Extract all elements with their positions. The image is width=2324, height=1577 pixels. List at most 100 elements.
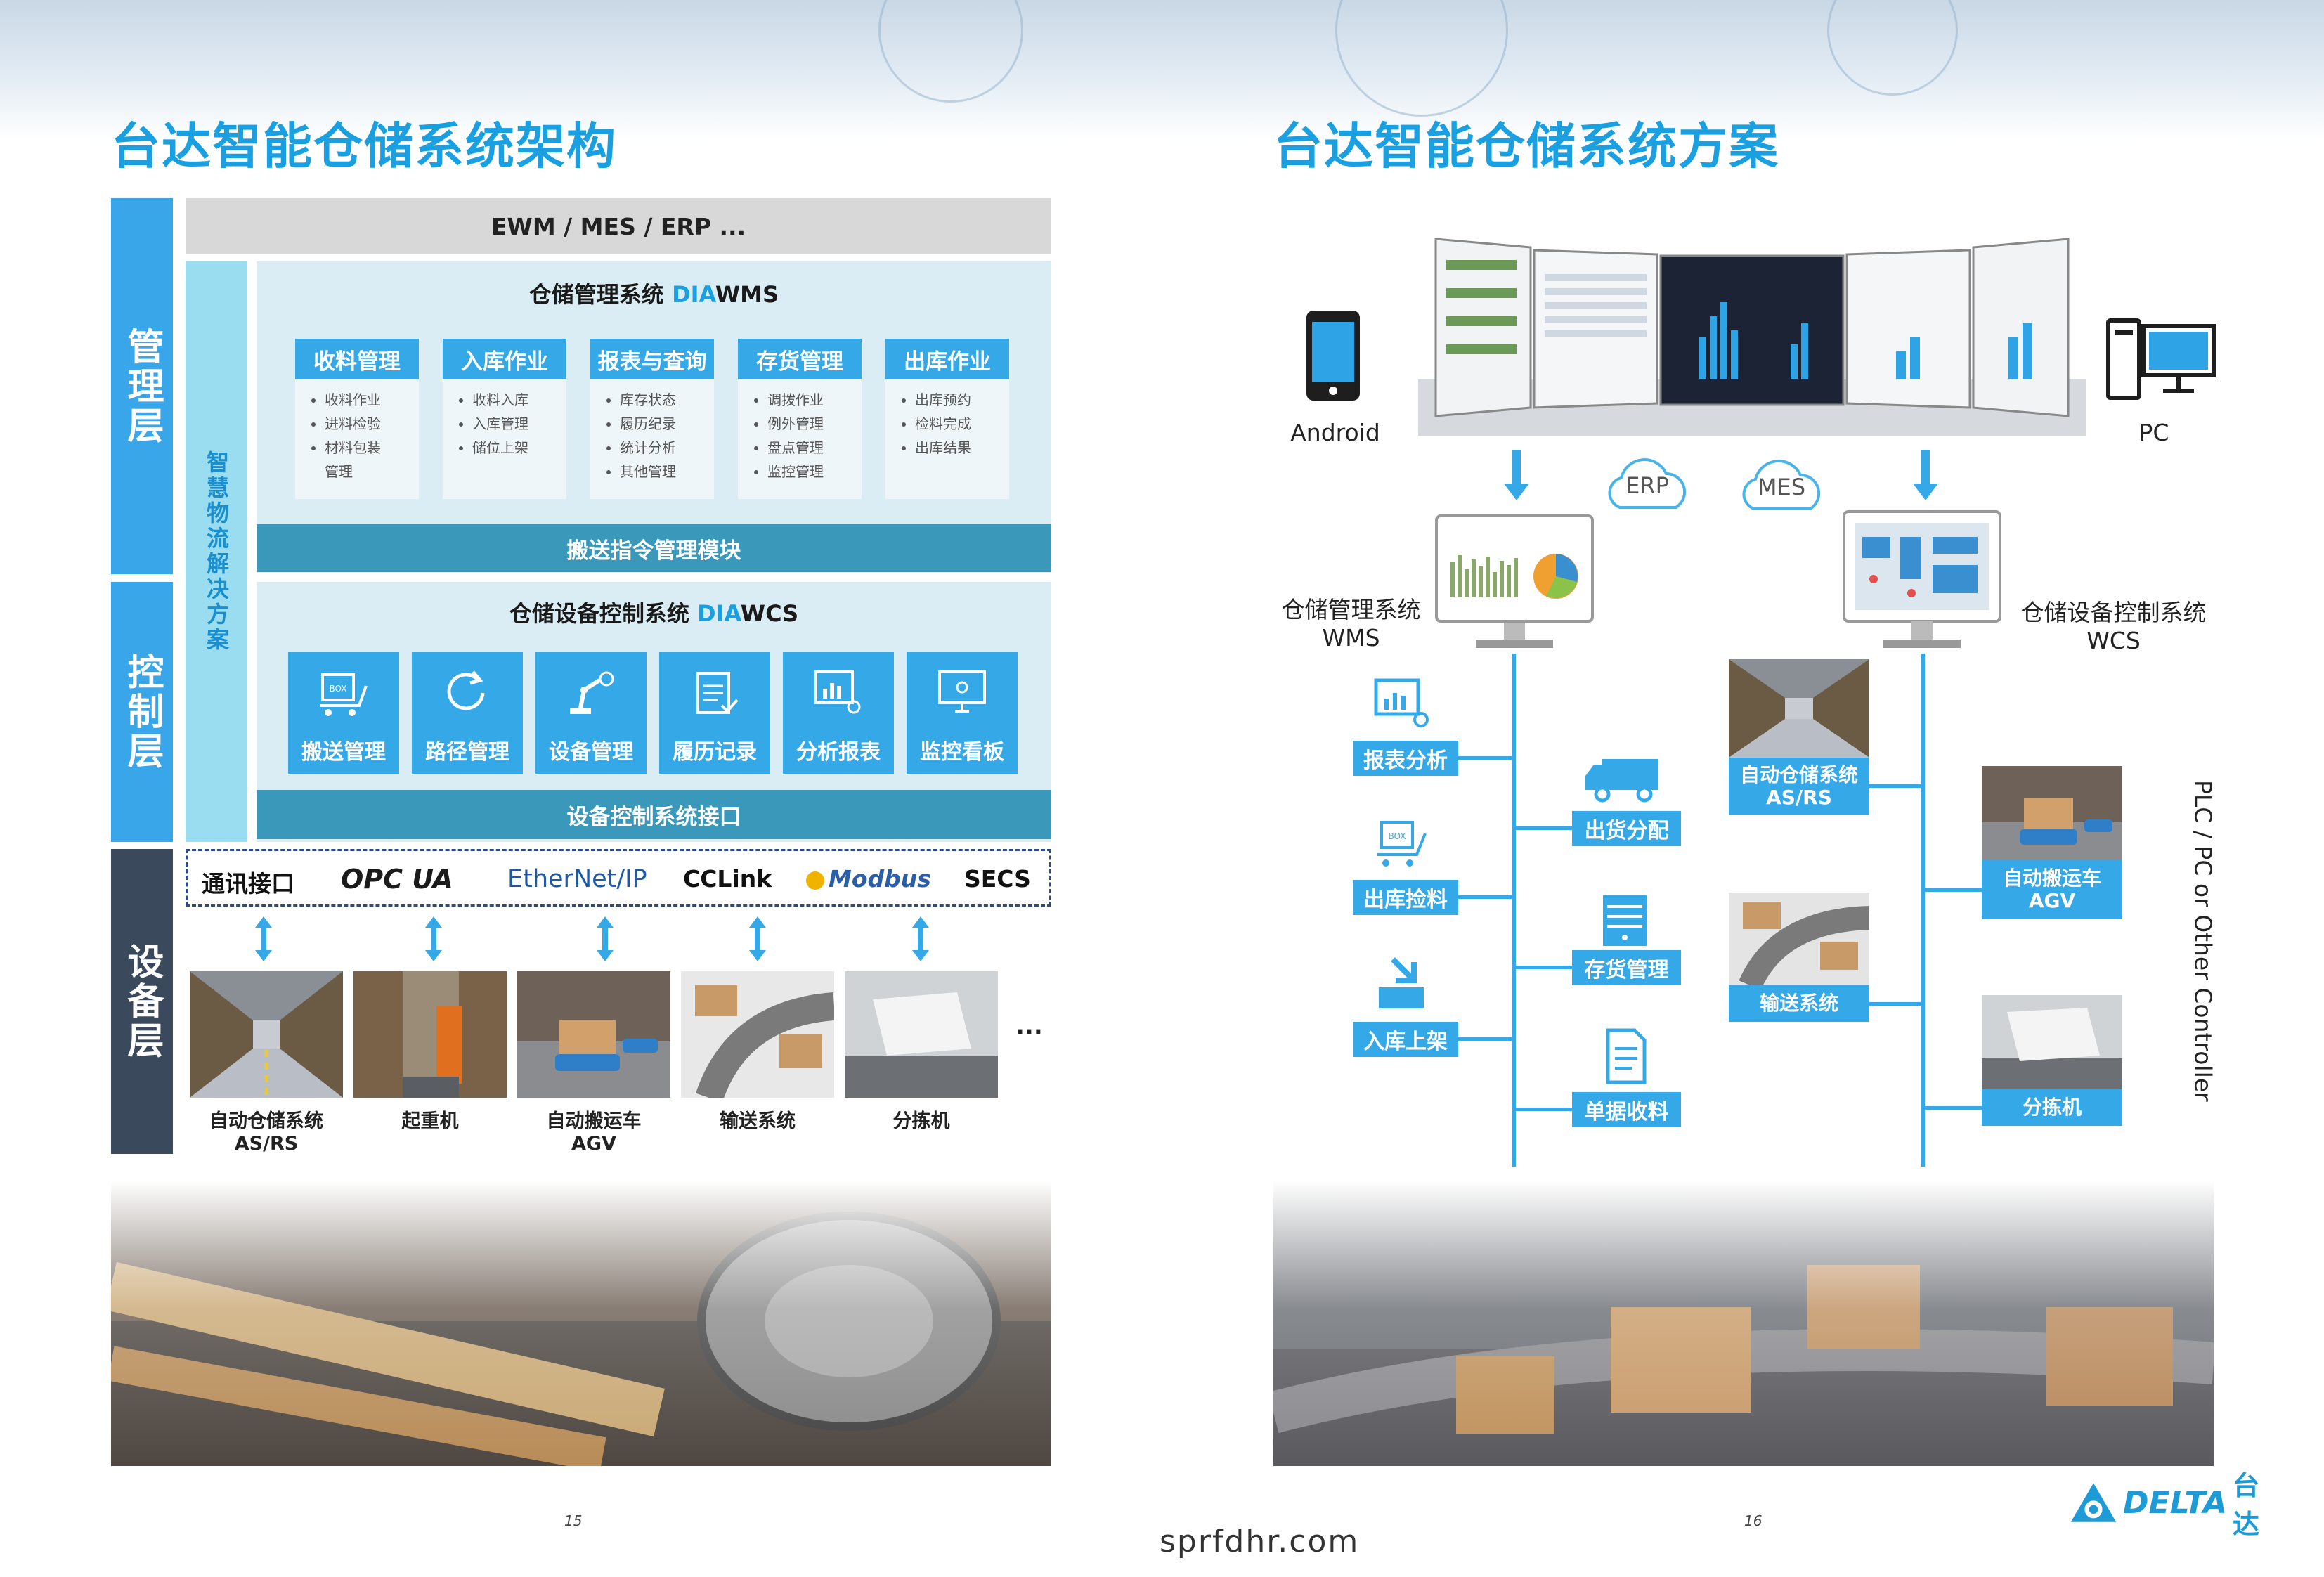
delta-brand-text: DELTA [2123,1484,2227,1521]
module-item: 例外管理 [767,412,824,436]
connector-line [1516,1108,1572,1111]
document-icon [1606,1028,1647,1084]
device-interface-bar: 设备控制系统接口 [257,790,1051,839]
module-title: 收料管理 [295,339,419,379]
double-arrow-icon [912,916,929,961]
module-item: 其他管理 [620,460,676,484]
connector-line [1458,756,1514,760]
module-item: 材料包装 [325,436,381,460]
wms-module: 收料管理 收料作业进料检验材料包装管理 [295,339,419,499]
module-item: 出库结果 [915,436,971,460]
left-bottom-factory-photo [111,1181,1051,1466]
func-receiving: 单据收料 [1572,1092,1681,1127]
monitor-icon [938,670,986,713]
wms-module: 入库作业 收料入库入库管理储位上架 [443,339,566,499]
mes-label: MES [1757,474,1806,500]
func-shipment: 出货分配 [1572,811,1681,846]
eq-conveyor-label: 输送系统 [1729,985,1869,1022]
agv-photo [517,971,670,1098]
right-page-title: 台达智能仓储系统方案 [1273,117,1779,175]
mes-cloud: MES [1733,458,1830,514]
double-arrow-icon [255,916,272,961]
wcs-tile: 设备管理 [535,652,647,774]
wms-title: 仓储管理系统 DIAWMS [528,281,779,308]
inventory-cabinet-icon [1603,895,1647,946]
device-ellipsis: ... [1015,1012,1043,1040]
tile-label: 设备管理 [549,740,633,765]
down-arrow-icon [1913,450,1938,500]
asrs-photo [1729,659,1869,758]
wms-module: 出库作业 出库预约检料完成出库结果 [885,339,1009,499]
wms-bus-line [1512,654,1516,1167]
left-page-number: 15 [564,1512,583,1529]
module-title: 出库作业 [885,339,1009,379]
erp-cloud: ERP [1599,457,1696,513]
erp-label: ERP [1625,472,1669,499]
robot-arm-icon [570,671,614,714]
delta-logo: DELTA 台达 [2070,1470,2280,1540]
inbound-shelf-icon [1379,957,1424,1008]
pc-label: PC [2138,419,2169,446]
wcs-tile: 路径管理 [412,652,523,774]
module-item: 出库预约 [915,388,971,412]
smart-logistics-label: 智慧物流解决方案 [186,261,247,842]
tile-label: 分析报表 [796,740,881,765]
footer-url[interactable]: sprfdhr.com [1160,1524,1360,1559]
module-title: 报表与查询 [590,339,714,379]
clipboard-icon [696,672,739,714]
svg-text:BOX: BOX [1389,831,1406,841]
module-item: 入库管理 [472,412,528,436]
sorter-photo [845,971,998,1098]
modbus-logo-icon [806,871,824,890]
wms-monitor-icon [1435,514,1594,648]
management-layer-label: 管理层 [111,198,173,574]
module-item: 监控管理 [767,460,824,484]
wcs-tile: 监控看板 [907,652,1018,774]
tile-label: 履历记录 [673,740,757,765]
protocol-secs: SECS [964,865,1031,893]
wms-module: 存货管理 调拨作业例外管理盘点管理监控管理 [738,339,862,499]
protocol-cclink: CCLink [683,865,772,893]
left-page-title: 台达智能仓储系统架构 [111,117,617,175]
chart-analysis-icon [814,670,861,714]
double-arrow-icon [597,916,614,961]
box-cart-icon: BOX [1377,821,1427,867]
tile-label: 搬送管理 [301,740,386,765]
connector-line [1925,1106,1982,1110]
module-item: 统计分析 [620,436,676,460]
connector-line [1869,1002,1923,1006]
device-caption: 分拣机 [892,1110,950,1132]
wcs-tile: BOX 搬送管理 [288,652,399,774]
module-item: 履历纪录 [620,412,676,436]
header-background [0,0,2324,141]
protocol-ethernet-ip: EtherNet/IP [507,865,647,893]
wcs-bus-line [1921,654,1925,1167]
double-arrow-icon [749,916,766,961]
connector-line [1516,826,1572,830]
pc-icon [2106,318,2216,400]
delivery-truck-icon [1585,759,1658,803]
connector-line [1458,895,1514,899]
android-phone-icon [1306,311,1360,401]
controller-side-label: PLC / PC or Other Controller [2189,780,2217,1102]
module-item: 库存状态 [620,388,676,412]
report-analysis-icon [1374,678,1429,727]
delta-brand-cn: 台达 [2232,1470,2259,1540]
module-item: 收料作业 [325,388,381,412]
connector-line [1869,784,1923,788]
control-layer-label: 控制层 [111,582,173,842]
conveyor-photo [1729,893,1869,985]
asrs-photo [190,971,343,1098]
module-item: 管理 [325,463,353,480]
protocol-row: 通讯接口 OPC UA EtherNet/IP CCLink Modbus SE… [186,849,1051,907]
agv-photo [1982,766,2122,860]
device-caption: 输送系统 [720,1110,796,1132]
module-item: 检料完成 [915,412,971,436]
func-inbound: 入库上架 [1353,1022,1458,1057]
wms-module: 报表与查询 库存状态履历纪录统计分析其他管理 [590,339,714,499]
crane-photo [353,971,507,1098]
protocol-modbus: Modbus [806,865,931,893]
